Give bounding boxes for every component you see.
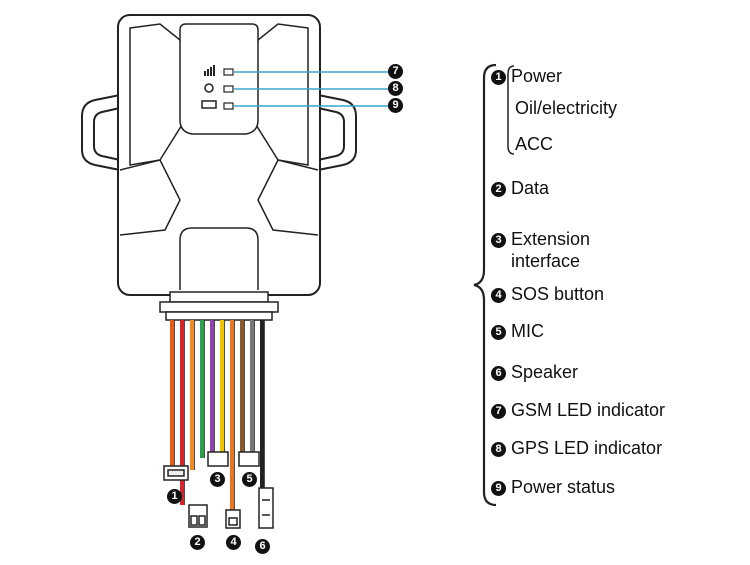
housing-waist-left [119,159,181,236]
badge-connector-4: 4 [226,535,241,550]
badge-8: 8 [388,81,403,96]
battery-icon [201,100,217,109]
legend-badge: 8 [491,442,506,457]
legend-item-7: 7 GSM LED indicator [491,400,665,420]
cable-gland-cover [179,227,259,290]
badge-9: 9 [388,98,403,113]
legend-item-5: 5 MIC [491,321,544,341]
legend-text: MIC [511,321,544,341]
badge-7: 7 [388,64,403,79]
legend-badge: 6 [491,366,506,381]
signal-bars-icon [204,65,215,76]
right-bracket [317,94,357,171]
housing-waist-right [257,159,319,236]
wire-harness [170,320,265,510]
legend-item-3: 3 Extension [491,229,590,249]
legend-badge: 2 [491,182,506,197]
legend-text: Data [511,178,550,198]
legend-badge: 1 [491,70,506,85]
connector-power [163,465,189,481]
legend-badge: 4 [491,288,506,303]
legend-text: GSM LED indicator [511,400,666,420]
connector-mic [238,451,260,467]
connector-sos [225,509,241,529]
badge-connector-2: 2 [190,535,205,550]
legend-item-3-line-2: interface [511,251,581,271]
legend-bracket [473,63,497,507]
legend-item-2: 2 Data [491,178,549,198]
legend-text: Power [511,66,563,86]
badge-connector-1: 1 [167,489,182,504]
legend-text: Power status [511,477,616,497]
legend-text: Extension [511,229,591,249]
legend-item-6: 6 Speaker [491,362,578,382]
leader-lines [233,71,388,107]
legend-item-4: 4 SOS button [491,284,604,304]
left-bracket [81,94,121,171]
satellite-icon [204,83,214,93]
legend-sub-bracket [507,65,515,155]
legend-badge: 5 [491,325,506,340]
legend-text: GPS LED indicator [511,438,663,458]
connector-extension [207,451,229,467]
legend-text: SOS button [511,284,605,304]
legend-badge: 9 [491,481,506,496]
cable-collar [165,311,273,321]
legend-item-1-line-3: ACC [515,134,554,154]
connector-data [188,504,208,528]
legend-text: Speaker [511,362,579,382]
badge-connector-5: 5 [242,472,257,487]
legend-item-1: 1 Power [491,66,562,86]
badge-connector-3: 3 [210,472,225,487]
legend-item-9: 9 Power status [491,477,615,497]
badge-connector-6: 6 [255,539,270,554]
legend-badge: 7 [491,404,506,419]
connector-speaker [258,487,274,529]
legend-badge: 3 [491,233,506,248]
legend-item-8: 8 GPS LED indicator [491,438,662,458]
legend-item-1-line-2: Oil/electricity [515,98,618,118]
